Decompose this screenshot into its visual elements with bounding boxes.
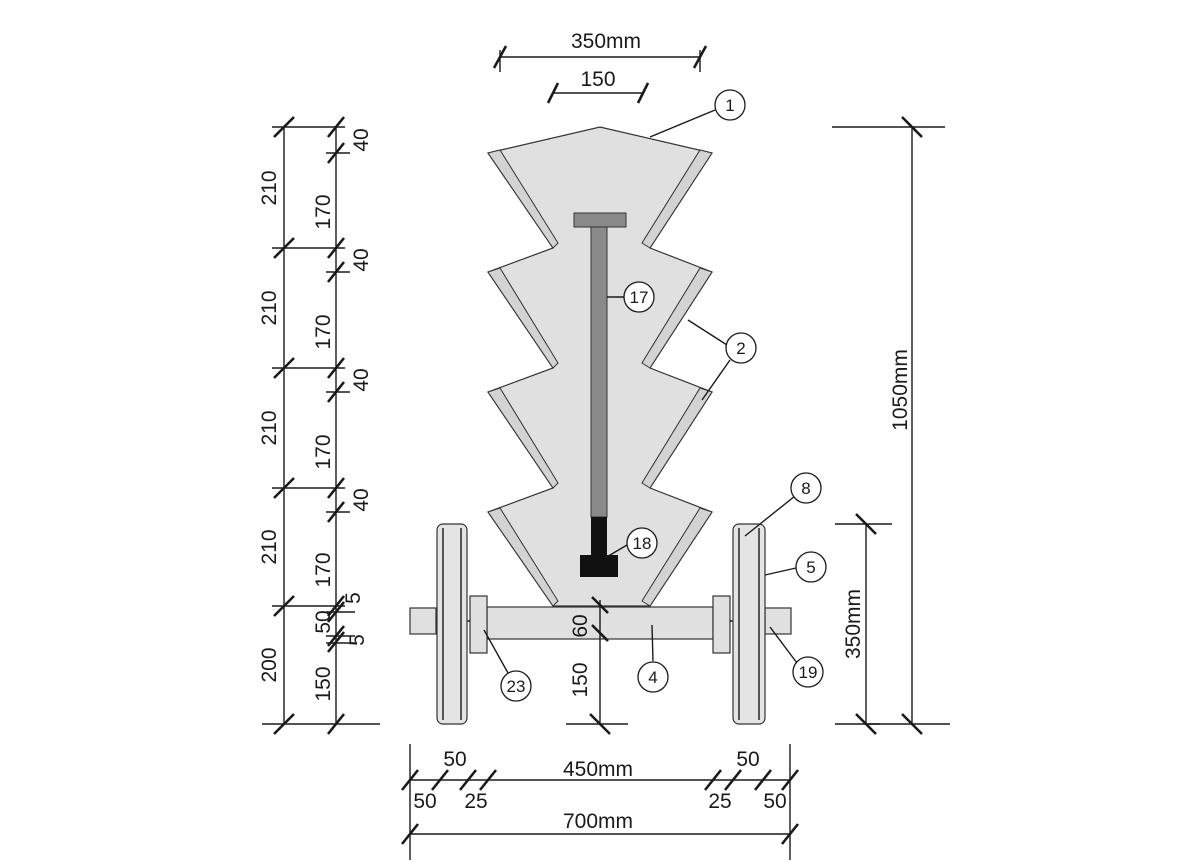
dim-left-outer-3: 210 [258, 410, 281, 445]
dim-left-inner-12: 150 [312, 666, 335, 701]
dim-left-inner-6: 170 [312, 434, 335, 469]
dim-bottom-row1 [400, 744, 800, 860]
dim-bottom-row2-25b: 25 [708, 790, 731, 813]
svg-text:2: 2 [736, 339, 745, 358]
dim-bottom-row2-50a: 50 [413, 790, 436, 813]
callout-8: 8 [790, 472, 822, 504]
svg-text:4: 4 [648, 668, 657, 687]
callout-4: 4 [637, 661, 669, 693]
dim-left-inner-11: 5 [346, 634, 369, 646]
callout-19: 19 [792, 656, 824, 688]
bearing-left [469, 595, 488, 654]
dim-right-1050 [832, 116, 950, 735]
dim-label-center-150: 150 [569, 662, 592, 697]
rod-top-cap [573, 212, 627, 228]
callout-23: 23 [500, 670, 532, 702]
hub-right [764, 607, 792, 635]
dim-label-60: 60 [569, 614, 592, 637]
dim-label-wheel-350: 350mm [842, 589, 865, 659]
dim-label-150: 150 [580, 68, 615, 91]
dim-bottom-50-left: 50 [443, 748, 466, 771]
dim-left-inner-4: 170 [312, 314, 335, 349]
svg-text:8: 8 [801, 479, 810, 498]
dim-left-inner-9: 5 [342, 592, 365, 604]
wheel-left [436, 523, 468, 725]
bearing-right [712, 595, 731, 654]
svg-text:23: 23 [507, 677, 526, 696]
dim-left-inner-7: 40 [350, 488, 373, 511]
dim-left-outer-5: 200 [258, 647, 281, 682]
dim-left-inner-10: 50 [312, 610, 335, 633]
dim-left-inner-8: 170 [312, 552, 335, 587]
callout-17: 17 [623, 281, 655, 313]
dim-top-150 [546, 82, 650, 104]
dim-label-1050: 1050mm [889, 349, 912, 431]
dim-left-outer-lines [262, 116, 380, 735]
callout-1: 1 [714, 89, 746, 121]
wheel-right [732, 523, 766, 725]
dim-bottom-row2-50b: 50 [763, 790, 786, 813]
callout-18: 18 [626, 527, 658, 559]
dim-center [566, 596, 628, 735]
rod [590, 226, 608, 518]
svg-text:17: 17 [630, 288, 649, 307]
dim-left-inner-5: 40 [350, 368, 373, 391]
svg-text:18: 18 [633, 534, 652, 553]
weight-block [580, 555, 618, 577]
dim-right-350 [835, 513, 892, 735]
dim-bottom-700-label: 700mm [563, 810, 633, 833]
dim-left-inner-2: 170 [312, 194, 335, 229]
dim-left-outer-2: 210 [258, 290, 281, 325]
rod-lower-black [591, 517, 607, 557]
dim-label-350: 350mm [571, 30, 641, 53]
dim-left-inner-3: 40 [350, 248, 373, 271]
dim-left-outer-1: 210 [258, 170, 281, 205]
svg-text:19: 19 [799, 663, 818, 682]
svg-text:5: 5 [806, 558, 815, 577]
dim-bottom-450: 450mm [563, 758, 633, 781]
dim-top-350 [492, 45, 708, 72]
dim-left-inner-lines [326, 116, 355, 735]
dim-left-outer-4: 210 [258, 529, 281, 564]
side-plates [487, 149, 713, 607]
dim-bottom-50-right: 50 [736, 748, 759, 771]
dim-bottom-700 [400, 823, 800, 845]
callout-2: 2 [725, 332, 757, 364]
dim-left-inner-1: 40 [350, 128, 373, 151]
svg-text:1: 1 [725, 96, 734, 115]
hub-left [409, 607, 437, 635]
dim-bottom-row2-25a: 25 [464, 790, 487, 813]
callout-5: 5 [795, 551, 827, 583]
